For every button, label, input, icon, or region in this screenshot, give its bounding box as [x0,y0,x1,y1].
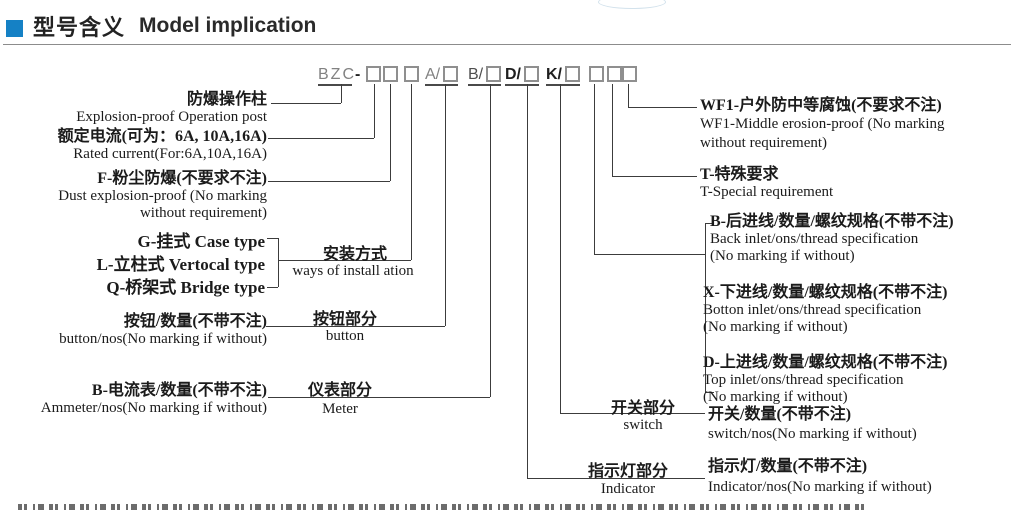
label-install-way-en: ways of install ation [292,263,414,279]
label-switch-part-zh: 开关部分 [610,400,675,417]
code-box-switch-qty [565,66,580,82]
connector-v-button [445,84,446,326]
code-box-indicator-qty [524,66,539,82]
faint-watermark-ellipse [598,0,666,9]
code-box-special [607,66,622,82]
code-letter-d: D/ [505,66,521,83]
section-bullet-square [6,19,23,37]
connector-v-erosion [628,84,629,107]
code-letter-k: K/ [546,66,562,83]
section-title-en: Model implication [139,14,317,37]
bracket-inlet-vertical [705,223,706,392]
header-divider [3,44,1011,45]
code-box-erosion [622,66,637,82]
label-back-inlet: B-后进线/数量/螺纹规格(不带不注) Back inlet/ons/threa… [710,213,954,264]
label-indicator-part-en: Indicator [600,481,656,497]
connector-v-switch [560,84,561,413]
code-group-meter: B/ [468,62,502,86]
code-group-button: A/ [425,62,459,86]
connector-h-prefix [271,103,341,104]
code-box-inlet [589,66,604,82]
code-separator: - [355,66,361,83]
connector-v-special [612,84,613,176]
code-box-button-qty [443,66,459,82]
code-group-switch: K/ [546,62,580,86]
label-install-way-zh: 安装方式 [322,246,387,263]
label-dust-proof: F-粉尘防爆(不要求不注) Dust explosion-proof (No m… [58,170,267,221]
label-indicator-qty: 指示灯/数量(不带不注) Indicator/nos(No marking if… [708,458,932,495]
connector-h-special [612,176,697,177]
label-operation-post: 防爆操作柱 Explosion-proof Operation post [76,91,267,125]
code-letter-b: B/ [468,66,484,83]
bracket-inlet-tick-bottom [705,392,714,393]
label-meter-part-zh: 仪表部分 [307,382,372,399]
connector-v-indicator [527,84,528,478]
connector-v-install [411,84,412,260]
connector-v-meter [490,84,491,397]
bracket-inlet-tick-top [705,223,714,224]
connector-v-rated-current [374,84,375,138]
code-box-rated-current [366,66,381,82]
connector-h-meter [268,397,490,398]
label-button-part-zh: 按钮部分 [312,311,377,328]
label-indicator-part-zh: 指示灯部分 [587,463,668,480]
bracket-install-tick-top [267,238,278,239]
code-box-dust-proof [383,66,398,82]
label-top-inlet: D-上进线/数量/螺纹规格(不带不注) Top inlet/ons/thread… [703,354,948,405]
connector-v-dust-proof [390,84,391,181]
connector-h-rated-current [268,138,374,139]
connector-h-indicator [527,478,705,479]
code-prefix-text: BZC [318,66,356,83]
connector-h-dust-proof [268,181,390,182]
label-wf1: WF1-户外防中等腐蚀(不要求不注) WF1-Middle erosion-pr… [700,97,945,151]
bracket-install-tick-bottom [267,287,278,288]
label-button-part-en: button [325,328,365,344]
bracket-install-vertical [278,238,279,287]
label-ammeter-qty: B-电流表/数量(不带不注) Ammeter/nos(No marking if… [40,382,267,416]
section-title-zh: 型号含义 [33,15,126,40]
label-meter-part-en: Meter [322,401,358,417]
connector-h-install [278,260,411,261]
section-header: 型号含义 Model implication [6,10,316,42]
label-special-requirement: T-特殊要求 T-Special requirement [700,166,834,200]
label-button-qty: 按钮/数量(不带不注) button/nos(No marking if wit… [59,313,267,347]
connector-h-erosion [628,107,697,108]
connector-h-button [266,326,445,327]
label-switch-qty: 开关/数量(不带不注) switch/nos(No marking if wit… [708,406,917,442]
connector-v-prefix [341,84,342,103]
label-bottom-inlet: X-下进线/数量/螺纹规格(不带不注) Botton inlet/ons/thr… [703,284,948,335]
code-prefix: BZC [318,62,354,86]
connector-h-switch [560,413,705,414]
label-install-types: G-挂式 Case type L-立柱式 Vertocal type Q-桥架式… [96,232,265,297]
label-rated-current: 额定电流(可为：6A, 10A,16A) Rated current(For:6… [57,128,267,162]
code-box-meter-qty [486,66,502,82]
label-switch-part-en: switch [623,417,663,433]
connector-h-inlet [594,254,705,255]
code-box-install-way [404,66,419,82]
cropped-bottom-text-strip [18,504,870,510]
code-letter-a: A/ [425,66,441,83]
connector-v-inlet [594,84,595,254]
code-group-indicator: D/ [505,62,539,86]
